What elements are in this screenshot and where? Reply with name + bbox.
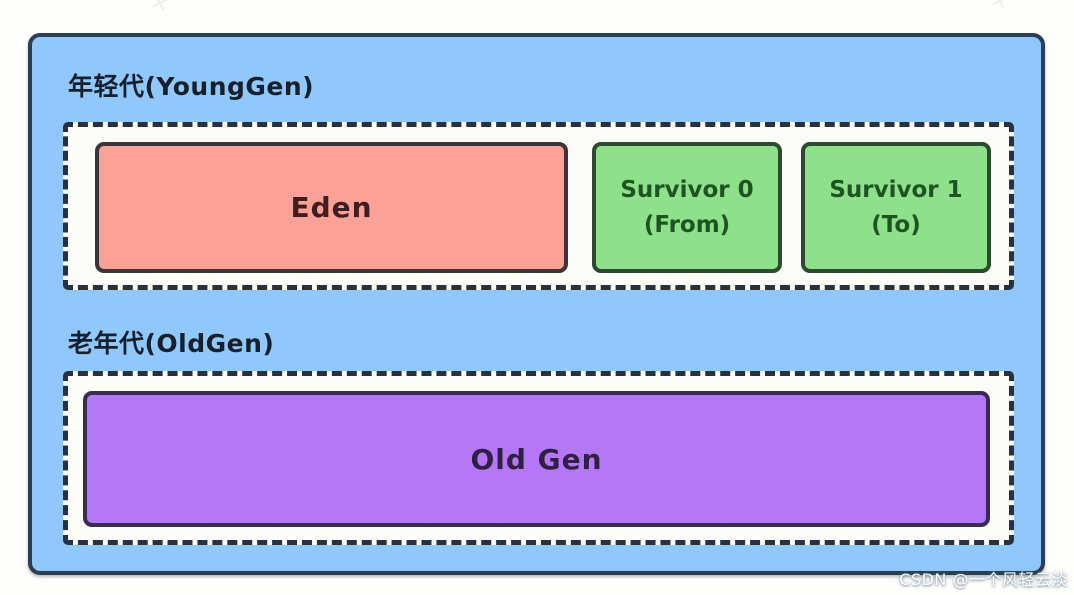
younggen-label: 年轻代(YoungGen) [68, 72, 315, 101]
survivor1-region: Survivor 1 (To) [801, 142, 991, 273]
survivor0-label-line1: Survivor 0 [620, 177, 754, 203]
oldgen-box-label: Old Gen [470, 442, 603, 476]
survivor1-label-line1: Survivor 1 [829, 177, 963, 203]
survivor1-label-line2: (To) [871, 211, 921, 238]
survivor0-label-line2: (From) [643, 211, 731, 238]
csdn-watermark: CSDN @一个风轻云淡 [899, 570, 1068, 589]
faint-watermark-icon: ✕ [986, 0, 1012, 18]
eden-region: Eden [95, 142, 568, 273]
oldgen-label: 老年代(OldGen) [68, 329, 275, 358]
eden-label: Eden [290, 191, 373, 224]
survivor0-region: Survivor 0 (From) [592, 142, 782, 273]
faint-watermark-icon: ✕ [146, 0, 172, 20]
oldgen-region: Old Gen [83, 391, 990, 527]
